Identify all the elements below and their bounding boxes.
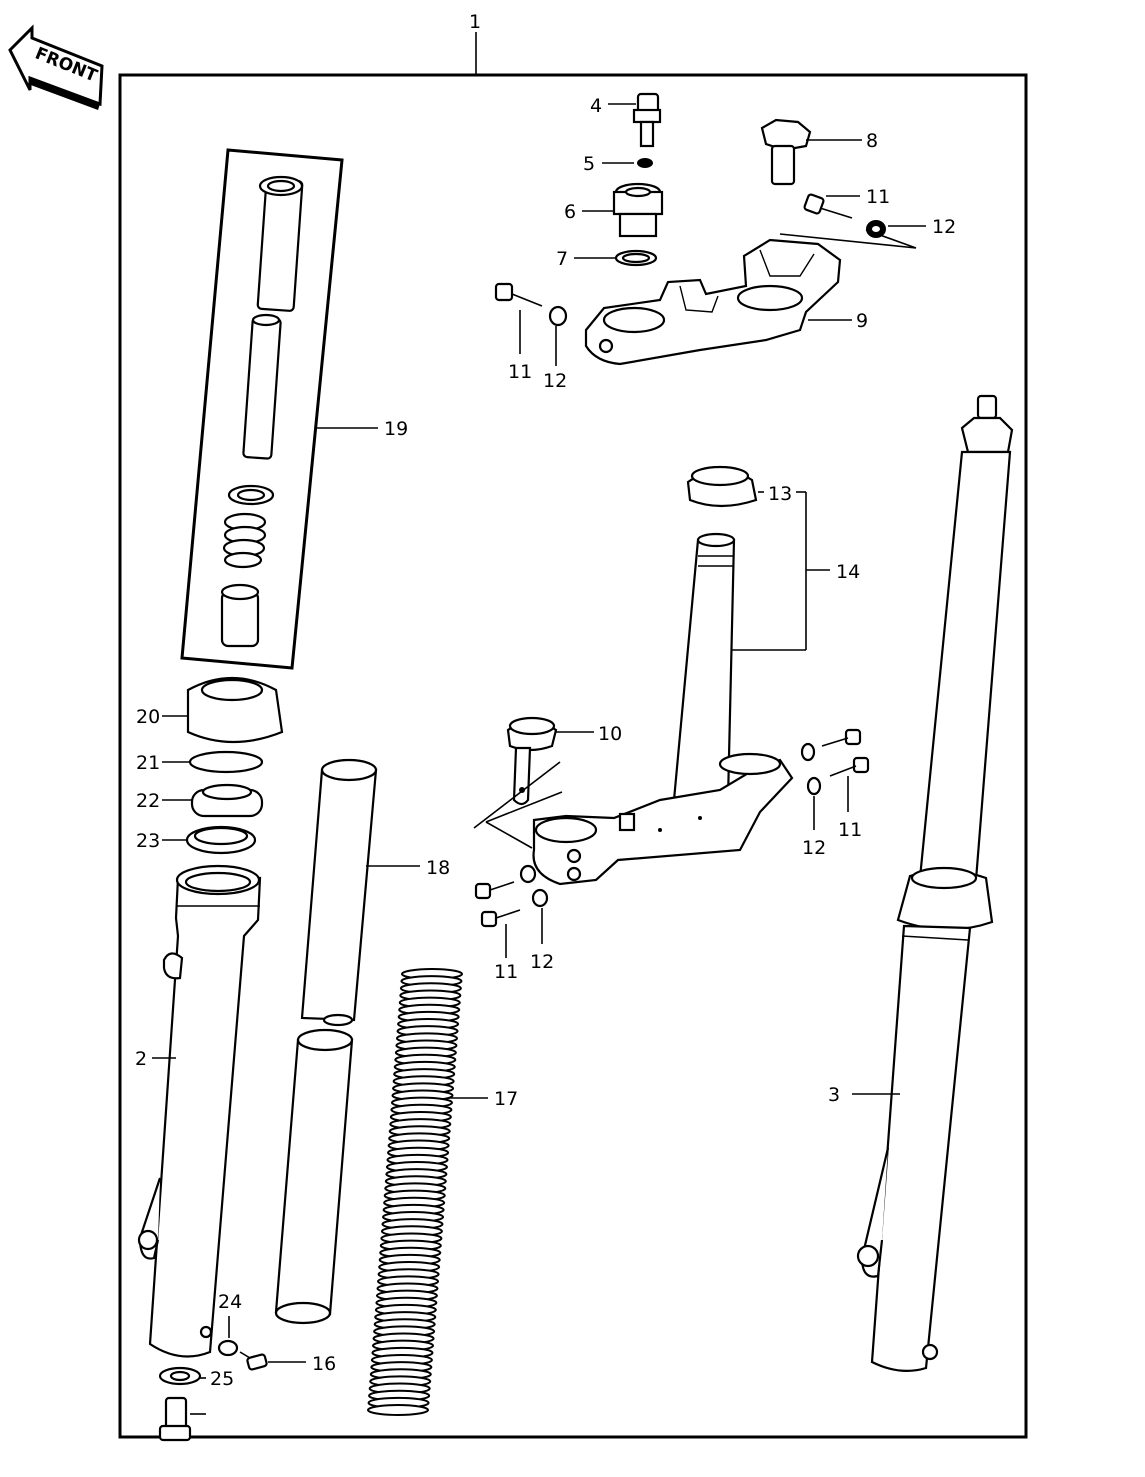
- clamp-bolt-11-left: [494, 282, 543, 307]
- fork-spring: [367, 968, 463, 1416]
- washer-12-right-b: [806, 776, 822, 796]
- callout-13: 13: [768, 483, 792, 505]
- washer-12-left: [548, 305, 568, 327]
- callout-20: 22: [136, 790, 160, 812]
- callout-11-right: 11: [838, 819, 862, 841]
- callout-12-left: 12: [543, 370, 567, 392]
- drain-screw-22: [239, 1351, 268, 1371]
- clamp-bolt-11-top: [803, 193, 853, 219]
- callout-17: 19: [384, 418, 408, 440]
- callout-6: 6: [564, 201, 576, 223]
- callout-12-right: 12: [802, 837, 826, 859]
- retaining-ring: [188, 750, 264, 774]
- callout-12-top: 12: [932, 216, 956, 238]
- washer-12-top: [866, 220, 886, 238]
- stem-seal-13: [686, 465, 758, 508]
- callout-18: 20: [136, 706, 160, 728]
- callout-5: 5: [583, 153, 595, 175]
- seal-washer: [185, 825, 257, 855]
- dust-seal: [186, 676, 284, 744]
- callout-3: 3: [828, 1084, 840, 1106]
- callout-12-bottom: 12: [530, 951, 554, 973]
- o-ring-7: [614, 249, 658, 267]
- clamp-bolt-11-bottom-a: [474, 881, 515, 900]
- steering-stem-14: [532, 532, 794, 886]
- callout-7: 7: [556, 248, 568, 270]
- washer-12-right-a: [800, 742, 816, 762]
- allen-bolt-25: [158, 1396, 192, 1442]
- callout-16: 18: [426, 857, 450, 879]
- callout-21: 23: [136, 830, 160, 852]
- washer-12-bottom-b: [531, 888, 549, 908]
- callout-2: 2: [135, 1048, 147, 1070]
- callout-10: 10: [598, 723, 622, 745]
- callout-4: 4: [590, 95, 602, 117]
- clamp-bolt-11-right-a: [821, 728, 862, 747]
- callout-11-bottom: 11: [494, 961, 518, 983]
- callout-24: 25: [210, 1368, 234, 1390]
- assembly-border: [118, 73, 1028, 1439]
- spring-coil: [367, 1404, 429, 1416]
- upper-bracket-9: [584, 238, 842, 366]
- callout-15: 17: [494, 1088, 518, 1110]
- fork-top-plug-6: [612, 182, 664, 238]
- stem-head-bolt-8: [760, 118, 812, 186]
- cable-guide-10: [506, 716, 558, 806]
- oil-seal: [190, 783, 264, 818]
- callout-19: 21: [136, 752, 160, 774]
- callout-14: 14: [836, 561, 860, 583]
- air-valve-4: [632, 92, 662, 148]
- o-ring-5: [637, 158, 653, 168]
- callout-11-top: 11: [866, 186, 890, 208]
- copper-washer-23: [217, 1339, 239, 1357]
- callout-8: 8: [866, 130, 878, 152]
- callout-22: 16: [312, 1353, 336, 1375]
- left-outer-tube: [137, 864, 262, 1358]
- gasket-24: [158, 1366, 202, 1386]
- callout-23: 24: [218, 1291, 242, 1313]
- callout-9: 9: [856, 310, 868, 332]
- washer-12-bottom-a: [519, 864, 537, 884]
- clamp-bolt-11-bottom-b: [480, 909, 521, 928]
- callout-1: 1: [469, 11, 481, 33]
- clamp-bolt-11-right-b: [829, 756, 870, 777]
- right-fork-assembly: [856, 394, 1014, 1373]
- inner-tube: [274, 758, 378, 1325]
- front-arrow-icon: FRONT: [8, 24, 104, 110]
- callout-11-left: 11: [508, 361, 532, 383]
- damper-kit-box: [180, 148, 344, 670]
